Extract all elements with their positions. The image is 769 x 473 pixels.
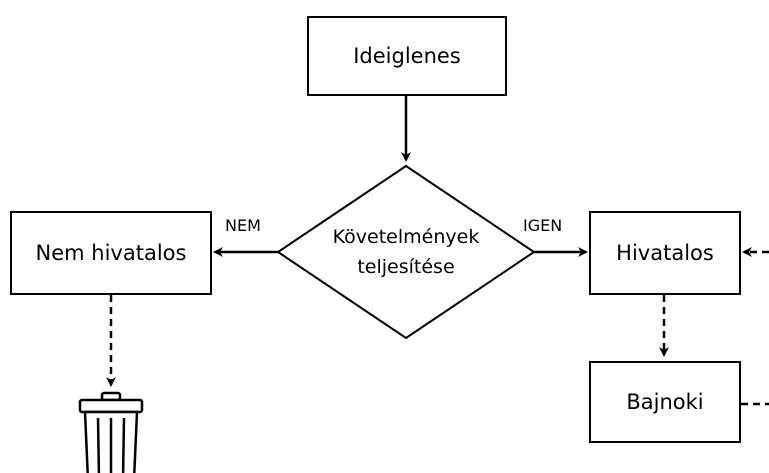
edge-label-no: NEM	[225, 216, 261, 235]
node-ideiglenes: Ideiglenes	[307, 16, 507, 96]
node-bajnoki-label: Bajnoki	[626, 390, 704, 414]
node-ideiglenes-label: Ideiglenes	[353, 44, 461, 68]
node-hivatalos-label: Hivatalos	[616, 241, 714, 265]
decision-label-line2: teljesítése	[357, 256, 455, 278]
node-nem-hivatalos: Nem hivatalos	[10, 211, 212, 295]
node-bajnoki: Bajnoki	[589, 361, 741, 443]
decision-label-line1: Követelmények	[332, 226, 480, 248]
decision-diamond	[276, 164, 536, 340]
node-hivatalos: Hivatalos	[589, 211, 741, 295]
decision-label: Követelmények teljesítése	[306, 222, 506, 282]
node-nem-hivatalos-label: Nem hivatalos	[35, 241, 187, 265]
trash-can-icon	[78, 391, 144, 473]
edge-label-yes: IGEN	[523, 216, 563, 235]
